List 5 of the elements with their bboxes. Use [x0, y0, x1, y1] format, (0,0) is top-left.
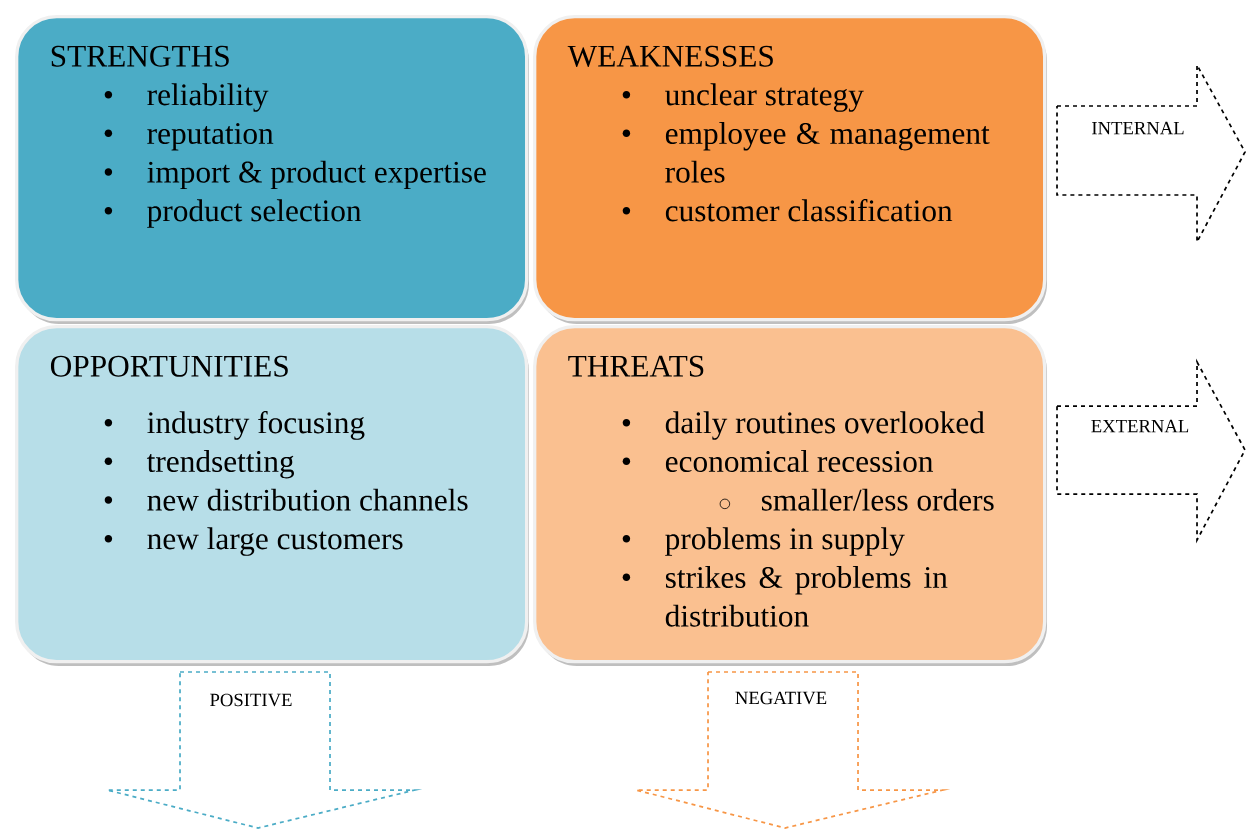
quadrant-box: STRENGTHS reliability reputation import & product expertise product selection — [15, 15, 529, 324]
block-arrow: EXTERNAL — [1056, 358, 1246, 544]
quadrant-box: OPPORTUNITIES industry focusing trendsetting new distribution channels new large customers — [15, 325, 529, 666]
quadrant-box: WEAKNESSES unclear strategy employee & management roles customer classification — [533, 15, 1047, 324]
quadrant-box: THREATS daily routines overlooked economical recession smaller/less orders problems in supply strikes & problems in distribution — [533, 325, 1047, 666]
